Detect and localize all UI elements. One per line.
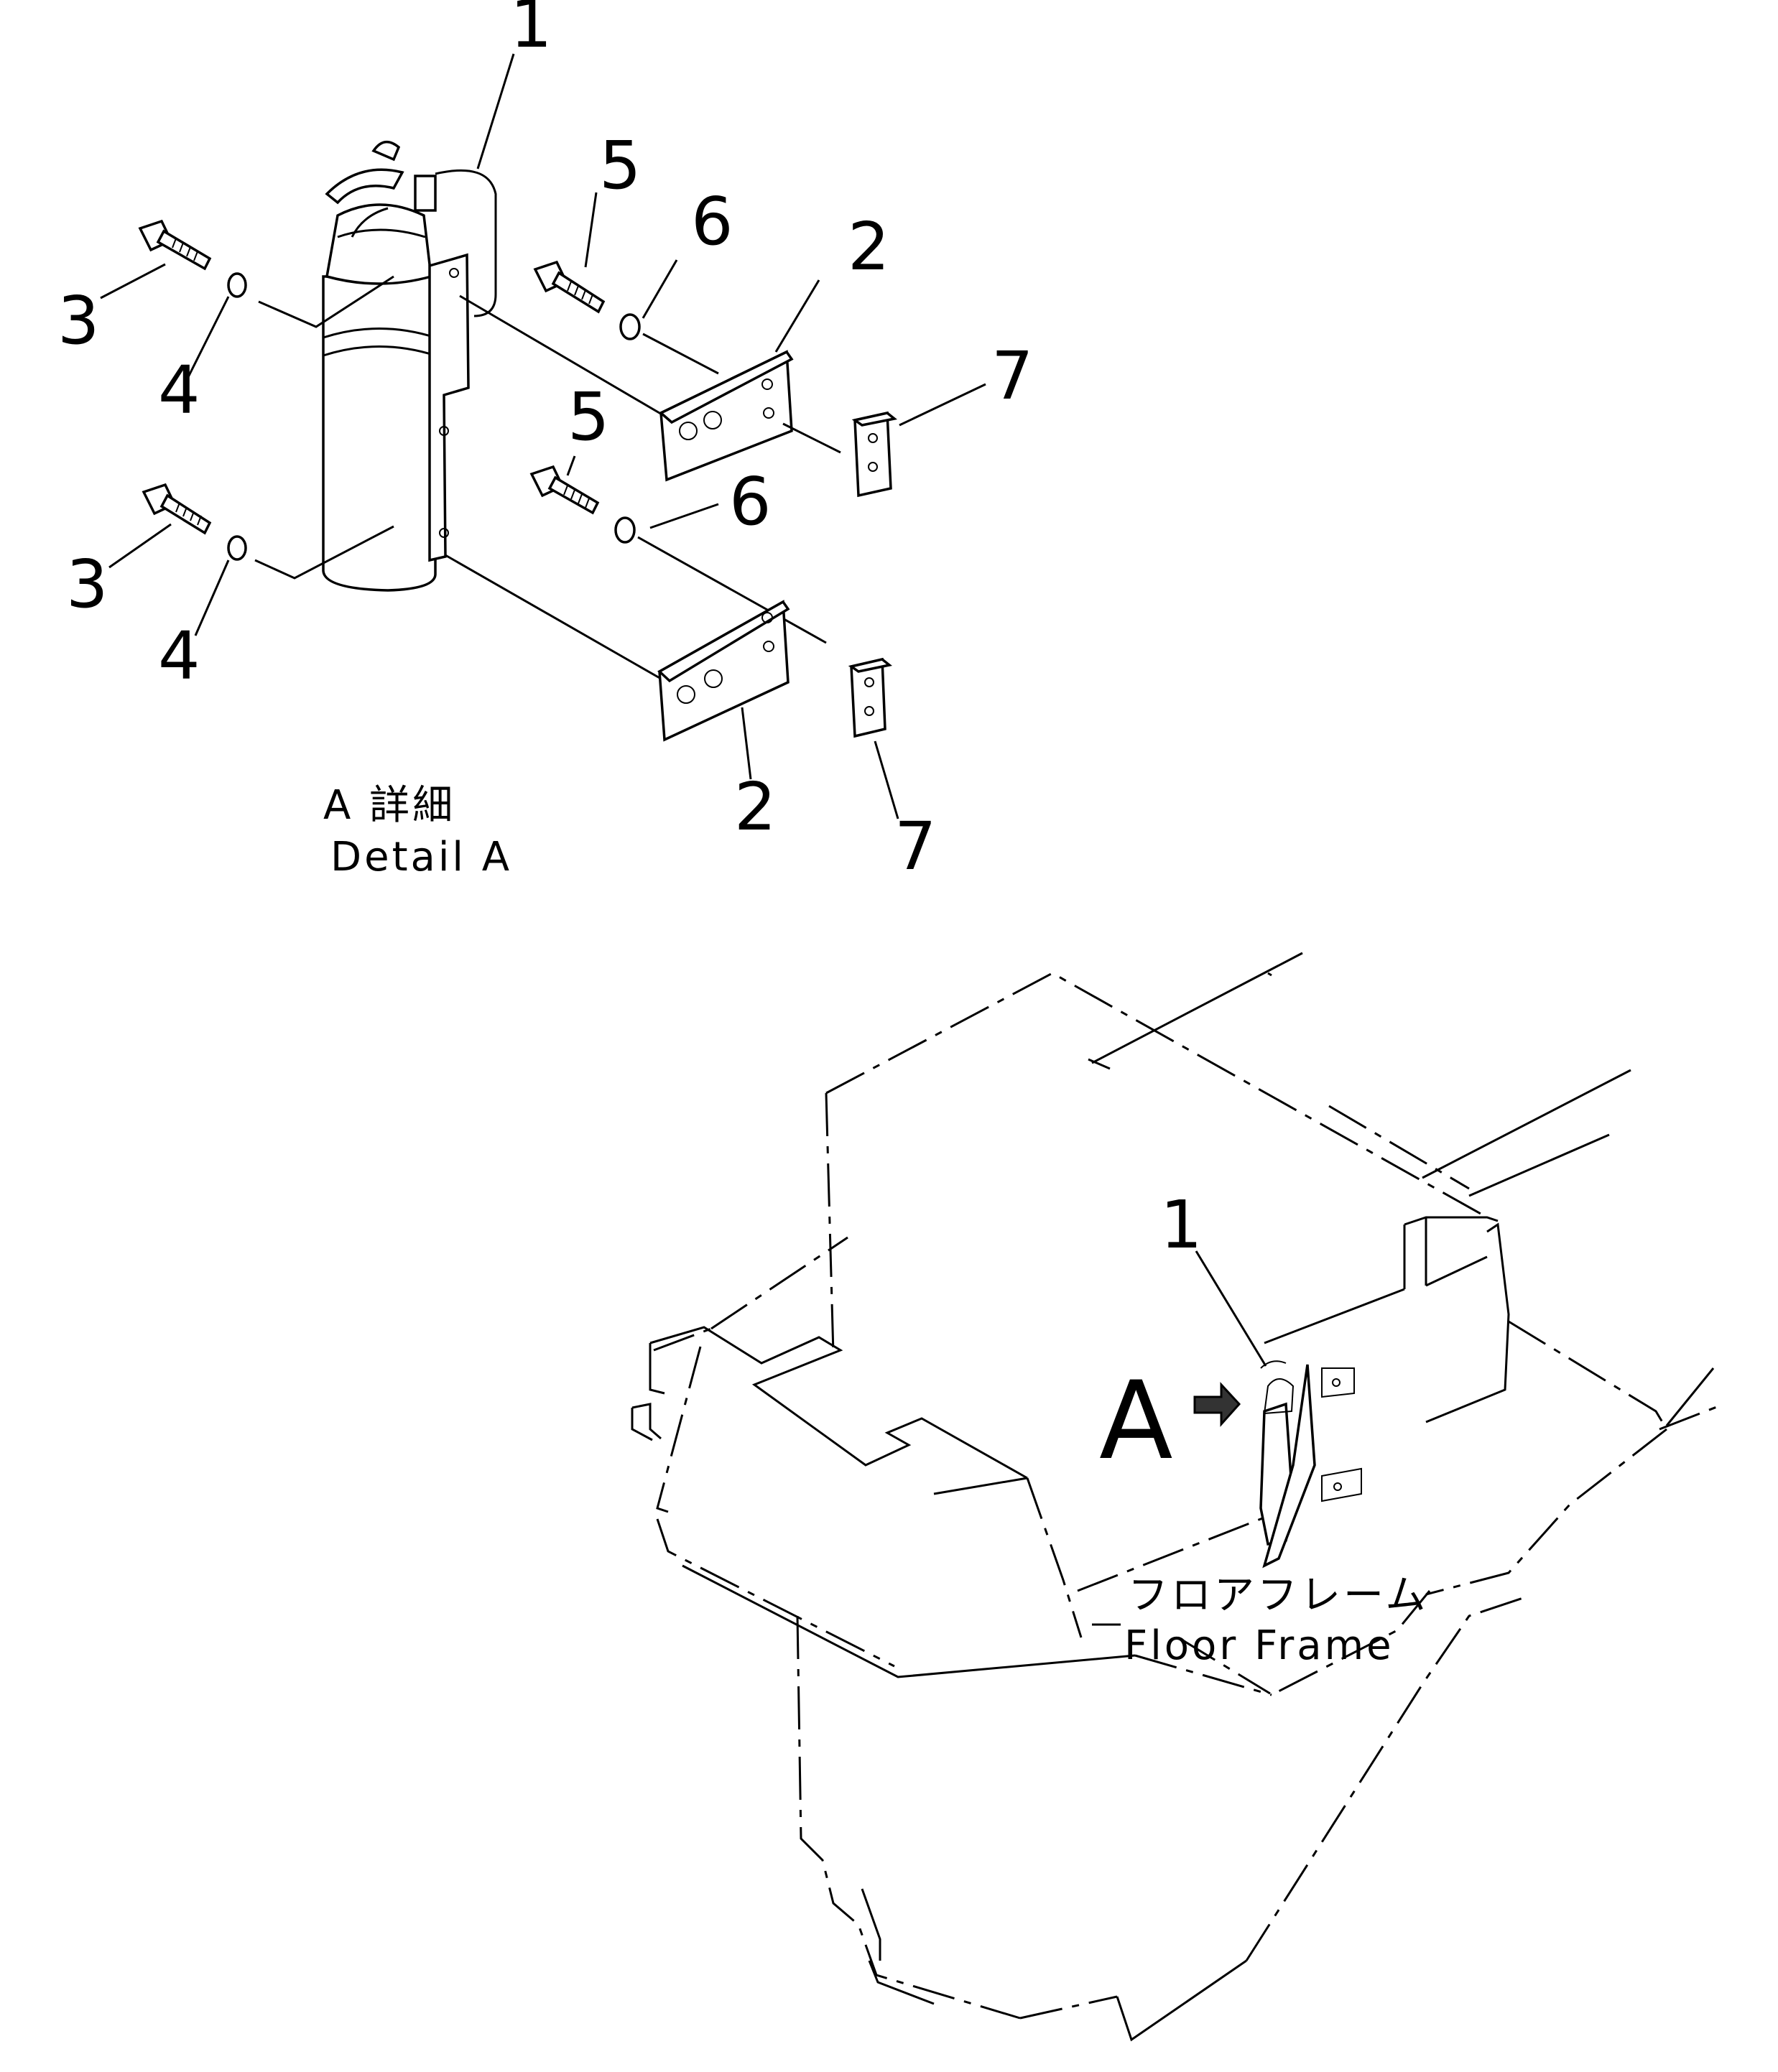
floor-frame-label-jp: フロアフレーム — [1128, 1572, 1428, 1619]
spacer-block-icon — [851, 411, 898, 498]
callout-3: 3 — [57, 282, 100, 359]
bracket-icon — [658, 350, 794, 482]
callout-2: 2 — [734, 768, 777, 845]
callout-6: 6 — [691, 183, 733, 260]
callout-7: 7 — [894, 808, 937, 885]
fire-extinguisher-icon — [1259, 1360, 1362, 1569]
callout-5: 5 — [568, 378, 610, 455]
callout-1: 1 — [510, 0, 552, 62]
callout-3: 3 — [66, 546, 108, 623]
callout-4: 4 — [158, 352, 200, 429]
bolt-icon — [529, 465, 600, 515]
callout-6: 6 — [729, 463, 772, 540]
washer-icon — [614, 516, 636, 544]
callout-4: 4 — [158, 618, 200, 694]
detail-a-assembly — [100, 53, 986, 819]
view-marker-a: A — [1099, 1359, 1173, 1484]
machine-overview — [631, 952, 1725, 2042]
detail-caption-en: Detail A — [330, 834, 512, 881]
bracket-icon — [657, 600, 790, 742]
fire-extinguisher-icon — [322, 140, 497, 592]
washer-icon — [227, 535, 247, 561]
bracket-icon — [428, 253, 470, 562]
floor-frame-label-en: Floor Frame — [1124, 1622, 1394, 1669]
washer-icon — [227, 272, 247, 298]
bolt-icon — [138, 219, 212, 271]
washer-icon — [619, 313, 641, 340]
callout-5: 5 — [599, 127, 642, 204]
bolt-icon — [142, 483, 212, 535]
callout-7: 7 — [991, 338, 1034, 414]
callout-2: 2 — [848, 208, 890, 285]
callout-1: 1 — [1160, 1186, 1203, 1263]
spacer-block-icon — [848, 657, 892, 738]
view-arrow-icon — [1193, 1382, 1241, 1427]
bolt-icon — [533, 260, 606, 314]
detail-caption-jp: A 詳細 — [323, 782, 455, 829]
